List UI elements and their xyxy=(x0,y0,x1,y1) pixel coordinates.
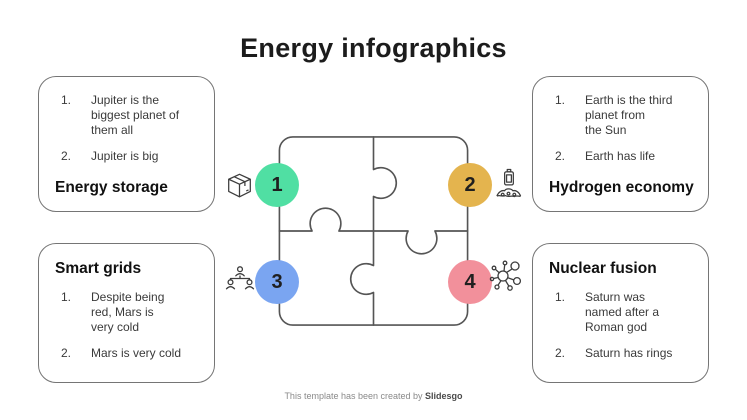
page-title: Energy infographics xyxy=(240,33,507,63)
step-4-badge: 4 xyxy=(448,260,492,304)
list-item: 2. Jupiter is big xyxy=(61,149,202,164)
step-2-number: 2 xyxy=(464,173,476,196)
step-2-badge: 2 xyxy=(448,163,492,207)
card-heading-nuclear-fusion: Nuclear fusion xyxy=(549,260,657,277)
brand-name: Slidesgo xyxy=(425,391,463,401)
list-item-text: Saturn was named after a Roman god xyxy=(585,290,660,334)
hydrogen-economy-list: 1. Earth is the third planet from the Su… xyxy=(549,93,696,175)
step-4-number: 4 xyxy=(464,270,476,293)
card-energy-storage: 1. Jupiter is the biggest planet of them… xyxy=(38,76,215,212)
package-box-icon xyxy=(226,171,253,201)
list-item-text: Earth is the third planet from the Sun xyxy=(585,93,673,137)
puzzle-pieces-icon xyxy=(278,136,469,326)
step-1-number: 1 xyxy=(271,173,283,196)
card-heading-hydrogen-economy: Hydrogen economy xyxy=(549,179,694,196)
smart-grids-list: 1. Despite being red, Mars is very cold … xyxy=(55,290,202,372)
list-item-text: Jupiter is big xyxy=(91,149,159,163)
list-item-text: Jupiter is the biggest planet of them al… xyxy=(91,93,180,137)
step-3-badge: 3 xyxy=(255,260,299,304)
list-item-text: Mars is very cold xyxy=(91,346,182,360)
battery-pile-icon xyxy=(494,168,523,201)
puzzle-graphic xyxy=(277,135,470,327)
attribution-text: This template has been created by xyxy=(284,391,426,401)
list-item-text: Saturn has rings xyxy=(585,346,673,360)
card-hydrogen-economy: 1. Earth is the third planet from the Su… xyxy=(532,76,709,212)
energy-storage-list: 1. Jupiter is the biggest planet of them… xyxy=(55,93,202,175)
list-item: 1. Earth is the third planet from the Su… xyxy=(555,93,696,138)
list-item: 2. Mars is very cold xyxy=(61,346,202,361)
list-item-number: 1. xyxy=(555,290,566,304)
people-hierarchy-icon xyxy=(225,265,255,294)
card-smart-grids: Smart grids 1. Despite being red, Mars i… xyxy=(38,243,215,383)
card-heading-energy-storage: Energy storage xyxy=(55,179,168,196)
list-item: 1. Saturn was named after a Roman god xyxy=(555,290,696,335)
list-item-number: 2. xyxy=(555,346,566,360)
list-item-number: 2. xyxy=(555,149,566,163)
list-item-number: 1. xyxy=(61,290,72,304)
list-item-text: Despite being red, Mars is very cold xyxy=(91,290,165,334)
list-item: 2. Earth has life xyxy=(555,149,696,164)
step-1-badge: 1 xyxy=(255,163,299,207)
list-item-number: 2. xyxy=(61,149,72,163)
step-3-number: 3 xyxy=(271,270,283,293)
list-item-number: 2. xyxy=(61,346,72,360)
list-item-text: Earth has life xyxy=(585,149,656,163)
list-item: 1. Despite being red, Mars is very cold xyxy=(61,290,202,335)
list-item-number: 1. xyxy=(61,93,72,107)
nuclear-fusion-list: 1. Saturn was named after a Roman god 2.… xyxy=(549,290,696,372)
attribution-footer: This template has been created by Slides… xyxy=(0,391,747,401)
molecule-network-icon xyxy=(488,259,522,293)
list-item: 2. Saturn has rings xyxy=(555,346,696,361)
card-nuclear-fusion: Nuclear fusion 1. Saturn was named after… xyxy=(532,243,709,383)
card-heading-smart-grids: Smart grids xyxy=(55,260,142,277)
list-item-number: 1. xyxy=(555,93,566,107)
list-item: 1. Jupiter is the biggest planet of them… xyxy=(61,93,202,138)
